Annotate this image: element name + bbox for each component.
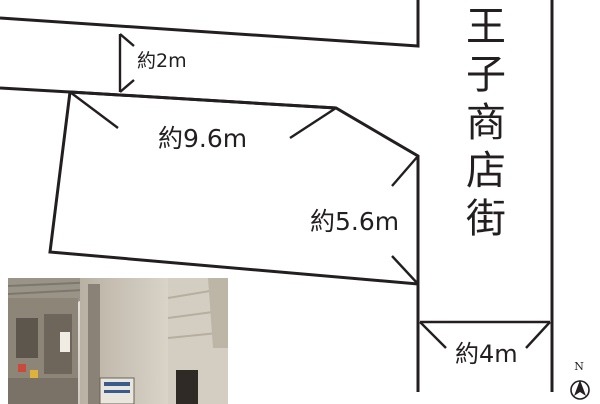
street-name-char: 街: [466, 196, 506, 242]
street-width-label: 約4m: [455, 340, 518, 368]
north-side-label: 約9.6m: [158, 124, 247, 153]
north-compass-icon: N: [570, 360, 590, 400]
street-photo-icon: [8, 278, 228, 404]
gap-label: 約2m: [137, 50, 187, 72]
street-name: 王 子 商 店 街: [466, 4, 506, 242]
street-width-dimension: [419, 320, 551, 349]
east-side-dimension: [391, 155, 419, 285]
street-name-char: 子: [466, 52, 506, 98]
street-photo: [8, 278, 228, 404]
compass-label: N: [574, 360, 584, 373]
street-name-char: 店: [466, 148, 506, 194]
lot-outline: [48, 90, 420, 286]
north-boundary-line: [0, 0, 420, 48]
north-side-dimension: [69, 91, 337, 140]
street-name-char: 王: [466, 4, 506, 50]
street-name-char: 商: [466, 100, 506, 146]
east-side-label: 約5.6m: [310, 207, 399, 236]
gap-dimension: [118, 33, 135, 93]
